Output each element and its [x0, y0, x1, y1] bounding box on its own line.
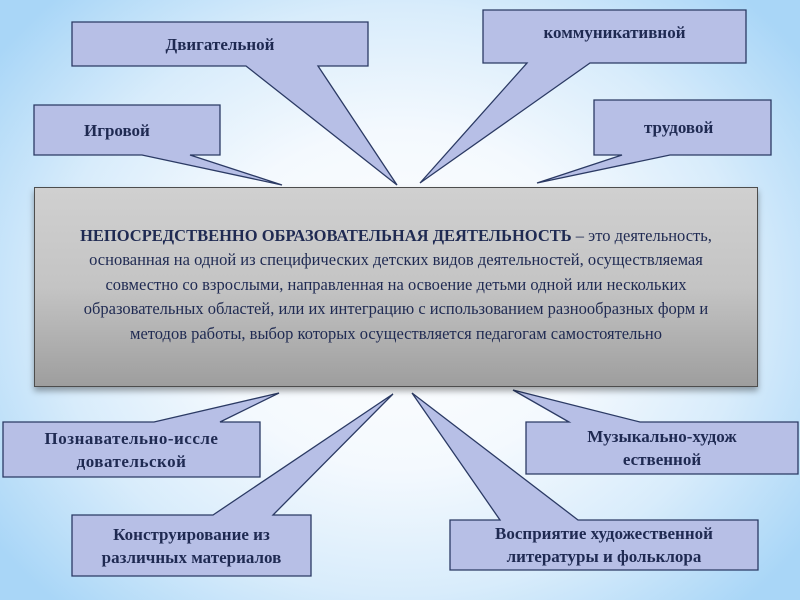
callout-construction-label: Конструирование из различных материалов — [72, 515, 311, 576]
central-definition-text: НЕПОСРЕДСТВЕННО ОБРАЗОВАТЕЛЬНАЯ ДЕЯТЕЛЬН… — [55, 224, 737, 347]
callout-labor-label: трудовой — [644, 118, 714, 137]
callout-musical-text: Музыкально-художественной — [587, 427, 737, 469]
callout-literature-label: Восприятие художественной литературы и ф… — [450, 520, 758, 570]
callout-play-shape — [33, 104, 283, 186]
central-definition: – это деятельность, основанная на одной … — [83, 225, 712, 343]
central-title: НЕПОСРЕДСТВЕННО ОБРАЗОВАТЕЛЬНАЯ ДЕЯТЕЛЬН… — [80, 225, 572, 245]
callout-literature-shape — [411, 392, 759, 571]
callout-labor-shape — [536, 99, 772, 184]
central-definition-box: НЕПОСРЕДСТВЕННО ОБРАЗОВАТЕЛЬНАЯ ДЕЯТЕЛЬН… — [34, 187, 758, 387]
callout-motor-label: Двигательной — [165, 34, 275, 54]
callout-literature-text: Восприятие художественной литературы и ф… — [495, 524, 713, 566]
callout-motor-shape — [71, 21, 398, 186]
callout-communicative-shape — [419, 9, 747, 184]
callout-communicative-label: коммуникативной — [543, 23, 686, 42]
callout-cognitive-shape — [2, 392, 280, 478]
callout-cognitive-label: Познавательно-исследовательской — [3, 422, 260, 477]
callout-construction-shape — [71, 393, 394, 577]
callout-musical-shape — [512, 389, 799, 475]
callout-musical-label: Музыкально-художественной — [526, 422, 798, 474]
callout-construction-text: Конструирование из различных материалов — [101, 524, 282, 567]
callout-play-label: Игровой — [84, 120, 150, 140]
callout-cognitive-text: Познавательно-исследовательской — [44, 428, 219, 471]
